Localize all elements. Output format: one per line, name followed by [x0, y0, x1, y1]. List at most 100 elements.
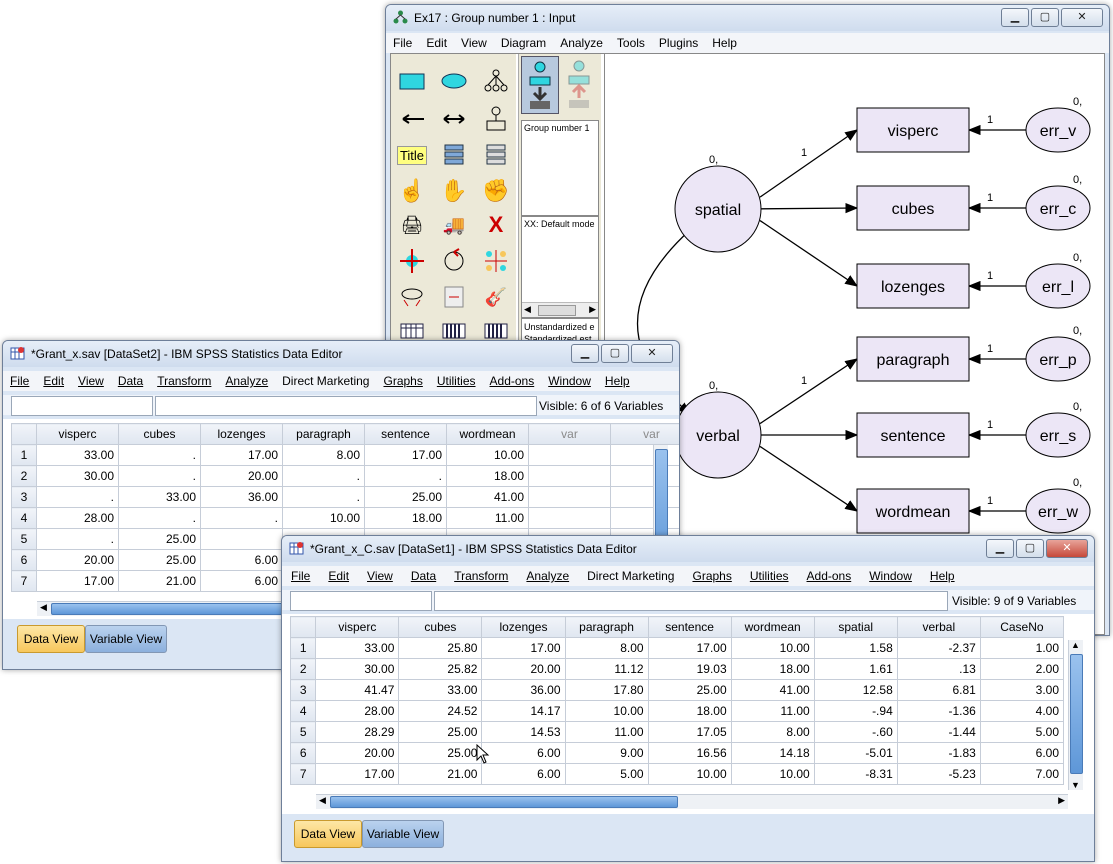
data-cell[interactable]: 41.00 [446, 486, 529, 508]
resize-tool[interactable] [395, 246, 429, 276]
row-number[interactable]: 4 [289, 700, 317, 722]
corner-cell[interactable] [11, 423, 37, 445]
data-cell[interactable]: 17.05 [647, 721, 732, 743]
tab-variable-view[interactable]: Variable View [85, 625, 167, 653]
data-cell[interactable]: . [36, 486, 119, 508]
data-cell[interactable]: 25.80 [398, 637, 483, 659]
data-cell[interactable]: 25.00 [118, 528, 201, 550]
data-cell[interactable]: 33.00 [118, 486, 201, 508]
rotate-tool[interactable] [437, 246, 471, 276]
menu-plugins[interactable]: Plugins [658, 36, 699, 50]
column-header-sentence[interactable]: sentence [364, 423, 447, 445]
data-cell[interactable]: 16.56 [647, 742, 732, 764]
data-cell[interactable] [610, 507, 679, 529]
cell-name-box[interactable] [290, 591, 432, 611]
data-cell[interactable]: 17.00 [315, 763, 400, 785]
menu-file[interactable]: File [393, 36, 413, 50]
data-cell[interactable] [610, 444, 679, 466]
data-cell[interactable]: 17.00 [364, 444, 447, 466]
list-dataset-tool[interactable] [479, 140, 513, 170]
data-cell[interactable]: 10.00 [730, 763, 815, 785]
data-cell[interactable]: 30.00 [36, 465, 119, 487]
menu-view[interactable]: View [71, 374, 111, 388]
path-tool[interactable] [395, 104, 429, 134]
data-cell[interactable]: -1.36 [896, 700, 981, 722]
cell-value-box[interactable] [155, 396, 537, 416]
row-number[interactable]: 5 [11, 528, 37, 550]
menu-help[interactable]: Help [712, 36, 737, 50]
amos-titlebar[interactable]: Ex17 : Group number 1 : Input ▁ ▢ ✕ [386, 5, 1109, 31]
row-number[interactable]: 6 [11, 549, 37, 571]
menu-addons[interactable]: Add-ons [483, 374, 542, 388]
tab-data-view[interactable]: Data View [294, 820, 362, 848]
tab-data-view[interactable]: Data View [17, 625, 85, 653]
touch-up-tool[interactable]: 🎸 [479, 282, 513, 312]
data-cell[interactable]: 6.00 [200, 549, 283, 571]
observed-variable-lozenges[interactable] [856, 263, 970, 309]
maximize-button[interactable]: ▢ [601, 344, 629, 363]
view-output-button[interactable] [561, 56, 597, 112]
menu-graphs[interactable]: Graphs [683, 569, 740, 583]
column-header-visperc[interactable]: visperc [36, 423, 119, 445]
data-cell[interactable]: 41.47 [315, 679, 400, 701]
models-scroll-thumb[interactable] [538, 305, 576, 316]
data-cell[interactable]: 1.00 [979, 637, 1065, 659]
menu-view[interactable]: View [461, 36, 487, 50]
models-hscrollbar[interactable]: ◀ ▶ [522, 302, 598, 317]
observed-variable-visperc[interactable] [856, 107, 970, 153]
data-cell[interactable]: 25.00 [398, 721, 483, 743]
data-cell[interactable]: 10.00 [446, 444, 529, 466]
menu-analyze[interactable]: Analyze [517, 569, 578, 583]
data-cell[interactable]: 3.00 [979, 679, 1065, 701]
data-cell[interactable]: 24.52 [398, 700, 483, 722]
data-cell[interactable]: 20.00 [200, 465, 283, 487]
row-number[interactable]: 2 [11, 465, 37, 487]
menu-addons[interactable]: Add-ons [798, 569, 861, 583]
data-cell[interactable]: 30.00 [315, 658, 400, 680]
column-header-lozenges[interactable]: lozenges [200, 423, 283, 445]
data-cell[interactable]: 1.58 [813, 637, 898, 659]
data-cell[interactable]: 4.00 [979, 700, 1065, 722]
latent-variable-spatial[interactable] [674, 165, 762, 253]
draw-latent-tool[interactable] [437, 66, 471, 96]
data-cell[interactable]: . [118, 465, 201, 487]
observed-variable-paragraph[interactable] [856, 336, 970, 382]
groups-panel[interactable]: Group number 1 [521, 120, 599, 216]
data-cell[interactable]: -5.23 [896, 763, 981, 785]
menu-graphs[interactable]: Graphs [376, 374, 429, 388]
error-variable-err_w[interactable] [1025, 488, 1091, 534]
row-number[interactable]: 2 [289, 658, 317, 680]
title-tool[interactable]: Title [395, 140, 429, 170]
close-button[interactable]: ✕ [631, 344, 673, 363]
vertical-scrollbar[interactable]: ▲ ▼ [1068, 640, 1083, 790]
data-cell[interactable]: 14.18 [730, 742, 815, 764]
data-cell[interactable]: 36.00 [481, 679, 566, 701]
data-cell[interactable]: 10.00 [730, 637, 815, 659]
row-number[interactable]: 6 [289, 742, 317, 764]
calculate-estimates-tool[interactable] [479, 316, 513, 346]
data-cell[interactable]: 8.00 [282, 444, 365, 466]
menu-view[interactable]: View [358, 569, 402, 583]
reflect-tool[interactable] [479, 246, 513, 276]
row-number[interactable]: 4 [11, 507, 37, 529]
data-cell[interactable]: 18.00 [364, 507, 447, 529]
data-cell[interactable]: 25.00 [364, 486, 447, 508]
data-cell[interactable]: 6.00 [481, 763, 566, 785]
row-number[interactable]: 5 [289, 721, 317, 743]
column-header-cubes[interactable]: cubes [398, 616, 483, 638]
menu-edit[interactable]: Edit [426, 36, 448, 50]
data-cell[interactable]: 8.00 [730, 721, 815, 743]
regression-path[interactable] [759, 220, 859, 287]
error-variable-err_v[interactable] [1025, 107, 1091, 153]
data-cell[interactable]: -8.31 [813, 763, 898, 785]
row-number[interactable]: 3 [289, 679, 317, 701]
data-cell[interactable]: 17.00 [200, 444, 283, 466]
error-variable-err_c[interactable] [1025, 185, 1091, 231]
data-cell[interactable]: 25.00 [398, 742, 483, 764]
maximize-button[interactable]: ▢ [1016, 539, 1044, 558]
menu-edit[interactable]: Edit [36, 374, 71, 388]
minimize-button[interactable]: ▁ [1001, 8, 1029, 27]
data-cell[interactable]: 18.00 [446, 465, 529, 487]
cell-value-box[interactable] [434, 591, 948, 611]
data-cell[interactable]: 7.00 [979, 763, 1065, 785]
